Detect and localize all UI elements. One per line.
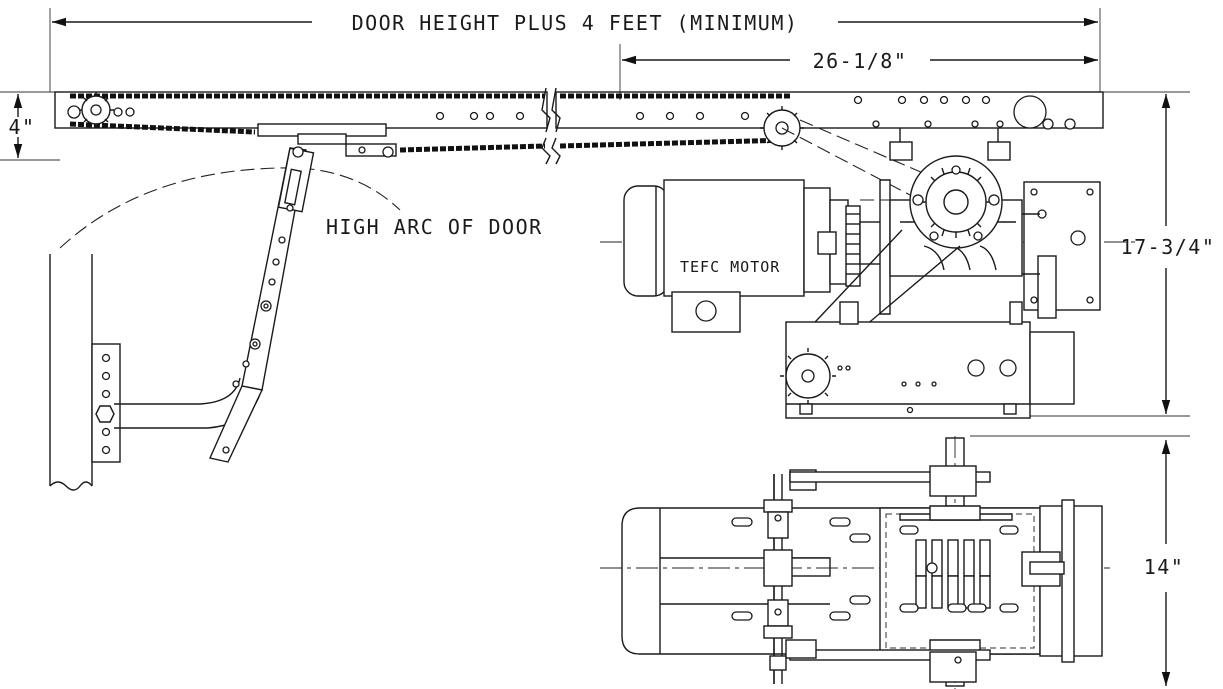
rail-assembly <box>54 87 1104 197</box>
dimension-overall-length: DOOR HEIGHT PLUS 4 FEET (MINIMUM) <box>49 8 1101 92</box>
rail-height-label: 4" <box>8 115 35 139</box>
dimension-unit-height: 17-3/4" <box>1030 91 1216 417</box>
mounting-slots <box>731 517 1019 621</box>
unit-width-label: 14" <box>1144 555 1185 579</box>
rail-holes <box>435 95 1076 130</box>
top-view <box>600 436 1110 689</box>
dimension-unit-width: 14" <box>970 435 1190 686</box>
door-arm-assembly <box>49 146 401 491</box>
gearbox-ribs <box>915 539 991 609</box>
motor-label: TEFC MOTOR <box>680 258 780 276</box>
dimension-rail-height: 4" <box>0 91 60 161</box>
dimension-motor-section: 26-1/8" <box>619 44 1098 100</box>
motor-side-view <box>600 155 1140 419</box>
door-arc-label: HIGH ARC OF DOOR <box>326 215 543 239</box>
unit-height-label: 17-3/4" <box>1121 235 1216 259</box>
motor-section-length-label: 26-1/8" <box>813 49 908 73</box>
overall-length-label: DOOR HEIGHT PLUS 4 FEET (MINIMUM) <box>352 11 799 35</box>
